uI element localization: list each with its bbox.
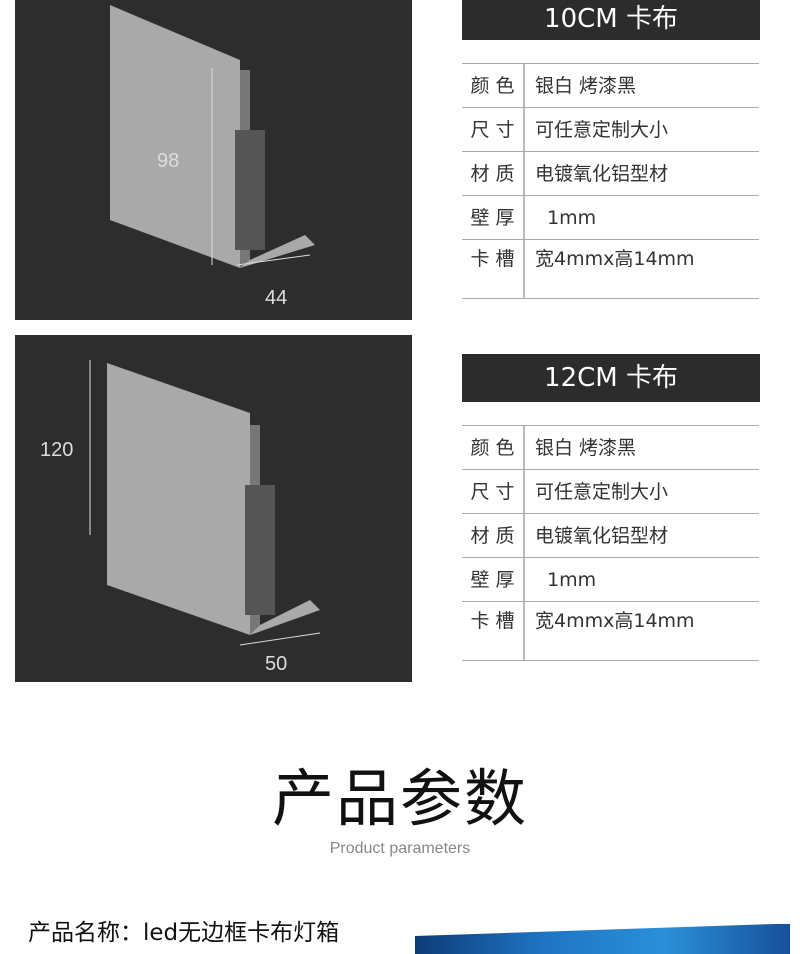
product-title-12cm: 12CM 卡布 xyxy=(462,354,760,402)
spec-table-12cm: 颜色银白 烤漆黑 尺寸可任意定制大小 材质电镀氧化铝型材 壁厚 1mm 卡槽宽4… xyxy=(462,425,759,661)
spec-row: 壁厚 1mm xyxy=(462,196,759,240)
height-dimension: 98 xyxy=(157,150,180,172)
profile-image-10cm: 98 44 xyxy=(15,0,412,320)
spec-row: 颜色银白 烤漆黑 xyxy=(462,426,759,470)
width-dimension: 44 xyxy=(265,287,288,309)
height-dimension: 120 xyxy=(40,439,74,461)
spec-row: 材质电镀氧化铝型材 xyxy=(462,152,759,196)
section-subtitle: Product parameters xyxy=(329,840,471,857)
spec-row: 卡槽宽4mmx高14mm xyxy=(462,602,759,661)
spec-row: 尺寸可任意定制大小 xyxy=(462,108,759,152)
section-title: 产品参数 xyxy=(271,762,528,835)
profile-image-12cm: 120 50 xyxy=(15,335,412,682)
lightbox-photo xyxy=(415,924,790,954)
spec-row: 卡槽宽4mmx高14mm xyxy=(462,240,759,299)
spec-row: 颜色银白 烤漆黑 xyxy=(462,64,759,108)
spec-row: 材质电镀氧化铝型材 xyxy=(462,514,759,558)
spec-row: 尺寸可任意定制大小 xyxy=(462,470,759,514)
spec-row: 壁厚 1mm xyxy=(462,558,759,602)
spec-table-10cm: 颜色银白 烤漆黑 尺寸可任意定制大小 材质电镀氧化铝型材 壁厚 1mm 卡槽宽4… xyxy=(462,63,759,299)
product-name: 产品名称：led无边框卡布灯箱 xyxy=(28,920,340,946)
width-dimension: 50 xyxy=(265,653,288,675)
product-title-10cm: 10CM 卡布 xyxy=(462,0,760,40)
